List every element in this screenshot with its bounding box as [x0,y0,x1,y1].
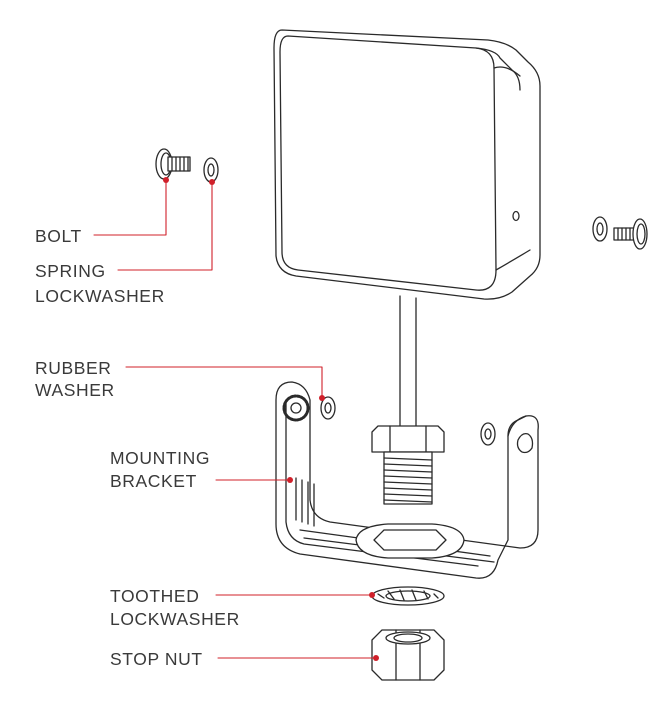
label-toothed-lockwasher-line2: LOCKWASHER [110,609,240,629]
mounting-bracket-drawing [275,381,539,579]
leader-lines [93,179,377,659]
right-bolt [613,218,648,250]
stop-nut-drawing [371,629,445,681]
leader-dots [163,177,379,661]
label-bolt: BOLT [35,226,82,246]
left-spring-lockwasher [203,157,219,183]
label-rubber-washer-line2: WASHER [35,380,115,400]
left-rubber-washer [320,396,336,420]
label-stop-nut: STOP NUT [110,649,203,669]
label-mounting-bracket-line1: MOUNTING [110,448,211,468]
right-rubber-washer [480,422,496,446]
sensor-housing [273,29,541,300]
left-bolt [155,148,191,180]
label-spring-lockwasher-line2: LOCKWASHER [35,286,165,306]
label-mounting-bracket-line2: BRACKET [110,471,197,491]
toothed-lockwasher-drawing [371,586,445,606]
label-toothed-lockwasher-line1: TOOTHED [110,586,200,606]
label-spring-lockwasher-line1: SPRING [35,261,106,281]
stem-fitting [371,295,445,505]
label-rubber-washer-line1: RUBBER [35,358,112,378]
right-spring-lockwasher [592,216,608,242]
